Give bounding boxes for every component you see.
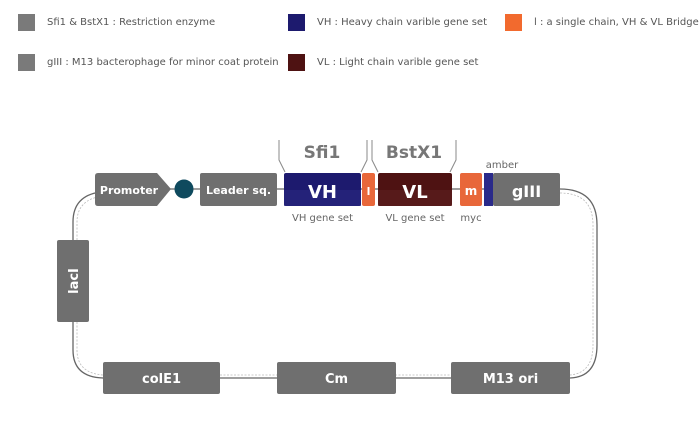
cm-label: Cm [325, 372, 348, 387]
giii-label: gIII [512, 182, 541, 201]
vl-label: VL [402, 182, 427, 203]
bstx1-label: BstX1 [386, 143, 442, 163]
leader-box [200, 173, 277, 206]
linker-box [362, 173, 375, 206]
promoter-box [95, 173, 171, 206]
amber-label: amber [486, 160, 519, 171]
cole1-label: colE1 [142, 372, 181, 387]
laci-box [57, 240, 89, 322]
legend-swatch [18, 14, 35, 31]
operator-circle [174, 179, 194, 199]
legend-item-vl: VL : Light chain varible gene set [288, 54, 478, 71]
bstx1-bracket [371, 140, 457, 173]
legend-swatch [18, 54, 35, 71]
myc-box [460, 173, 482, 206]
amber-stripe [484, 173, 493, 206]
m13ori-label: M13 ori [483, 372, 538, 387]
legend-item-giii: gIII : M13 bacterophage for minor coat p… [18, 54, 279, 71]
sfi1-label: Sfi1 [304, 143, 341, 163]
giii-box [493, 173, 560, 206]
legend-label: VL : Light chain varible gene set [317, 57, 479, 68]
vh-caption: VH gene set [292, 213, 353, 224]
myc-box-label: m [465, 184, 478, 198]
legend-label: l : a single chain, VH & VL Bridge [534, 17, 699, 28]
legend-item-restriction-enzyme: Sfi1 & BstX1 : Restriction enzyme [18, 14, 215, 31]
cole1-box [103, 362, 220, 394]
vl-shade [378, 190, 452, 206]
legend-swatch [288, 54, 305, 71]
vh-label: VH [308, 182, 337, 203]
legend-swatch [505, 14, 522, 31]
m13ori-box [451, 362, 570, 394]
vl-caption: VL gene set [385, 213, 444, 224]
laci-label: lacI [67, 268, 82, 294]
legend-item-linker: l : a single chain, VH & VL Bridge [505, 14, 699, 31]
legend-label: VH : Heavy chain varible gene set [317, 17, 488, 28]
vh-shade [284, 190, 361, 206]
myc-caption: myc [460, 213, 481, 224]
legend-label: gIII : M13 bacterophage for minor coat p… [47, 57, 279, 68]
cm-box [277, 362, 396, 394]
legend-swatch [288, 14, 305, 31]
legend-item-vh: VH : Heavy chain varible gene set [288, 14, 487, 31]
leader-label: Leader sq. [206, 184, 271, 197]
sfi1-bracket [278, 140, 368, 173]
linker-label: l [367, 185, 371, 198]
legend-label: Sfi1 & BstX1 : Restriction enzyme [47, 17, 216, 28]
promoter-label: Promoter [100, 184, 159, 197]
